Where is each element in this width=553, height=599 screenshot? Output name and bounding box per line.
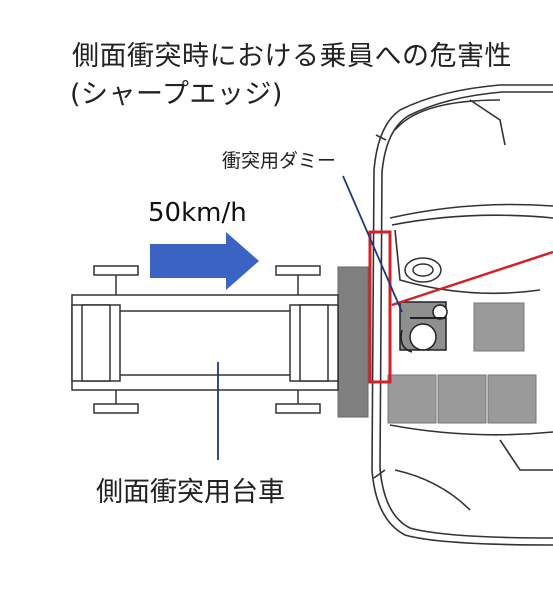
crash-dummy-icon <box>399 301 448 353</box>
cart-label: 側面衝突用台車 <box>96 477 285 508</box>
diagram-subtitle: (シャープエッジ) <box>70 79 283 110</box>
sharp-edge-highlight <box>368 230 392 384</box>
cart-barrier <box>337 266 369 418</box>
speed-label: 50km/h <box>148 198 247 228</box>
car-top-view-icon <box>371 84 553 546</box>
side-impact-cart <box>71 265 339 414</box>
dummy-label: 衝突用ダミー <box>222 150 337 172</box>
diagram-title: 側面衝突時における乗員への危害性 <box>72 41 512 72</box>
car-seats <box>387 302 537 424</box>
steering-wheel-icon <box>404 257 442 283</box>
highlight-leader-line <box>391 250 553 307</box>
arrow-right-icon <box>150 232 259 290</box>
dummy-pointer-line <box>342 175 403 313</box>
